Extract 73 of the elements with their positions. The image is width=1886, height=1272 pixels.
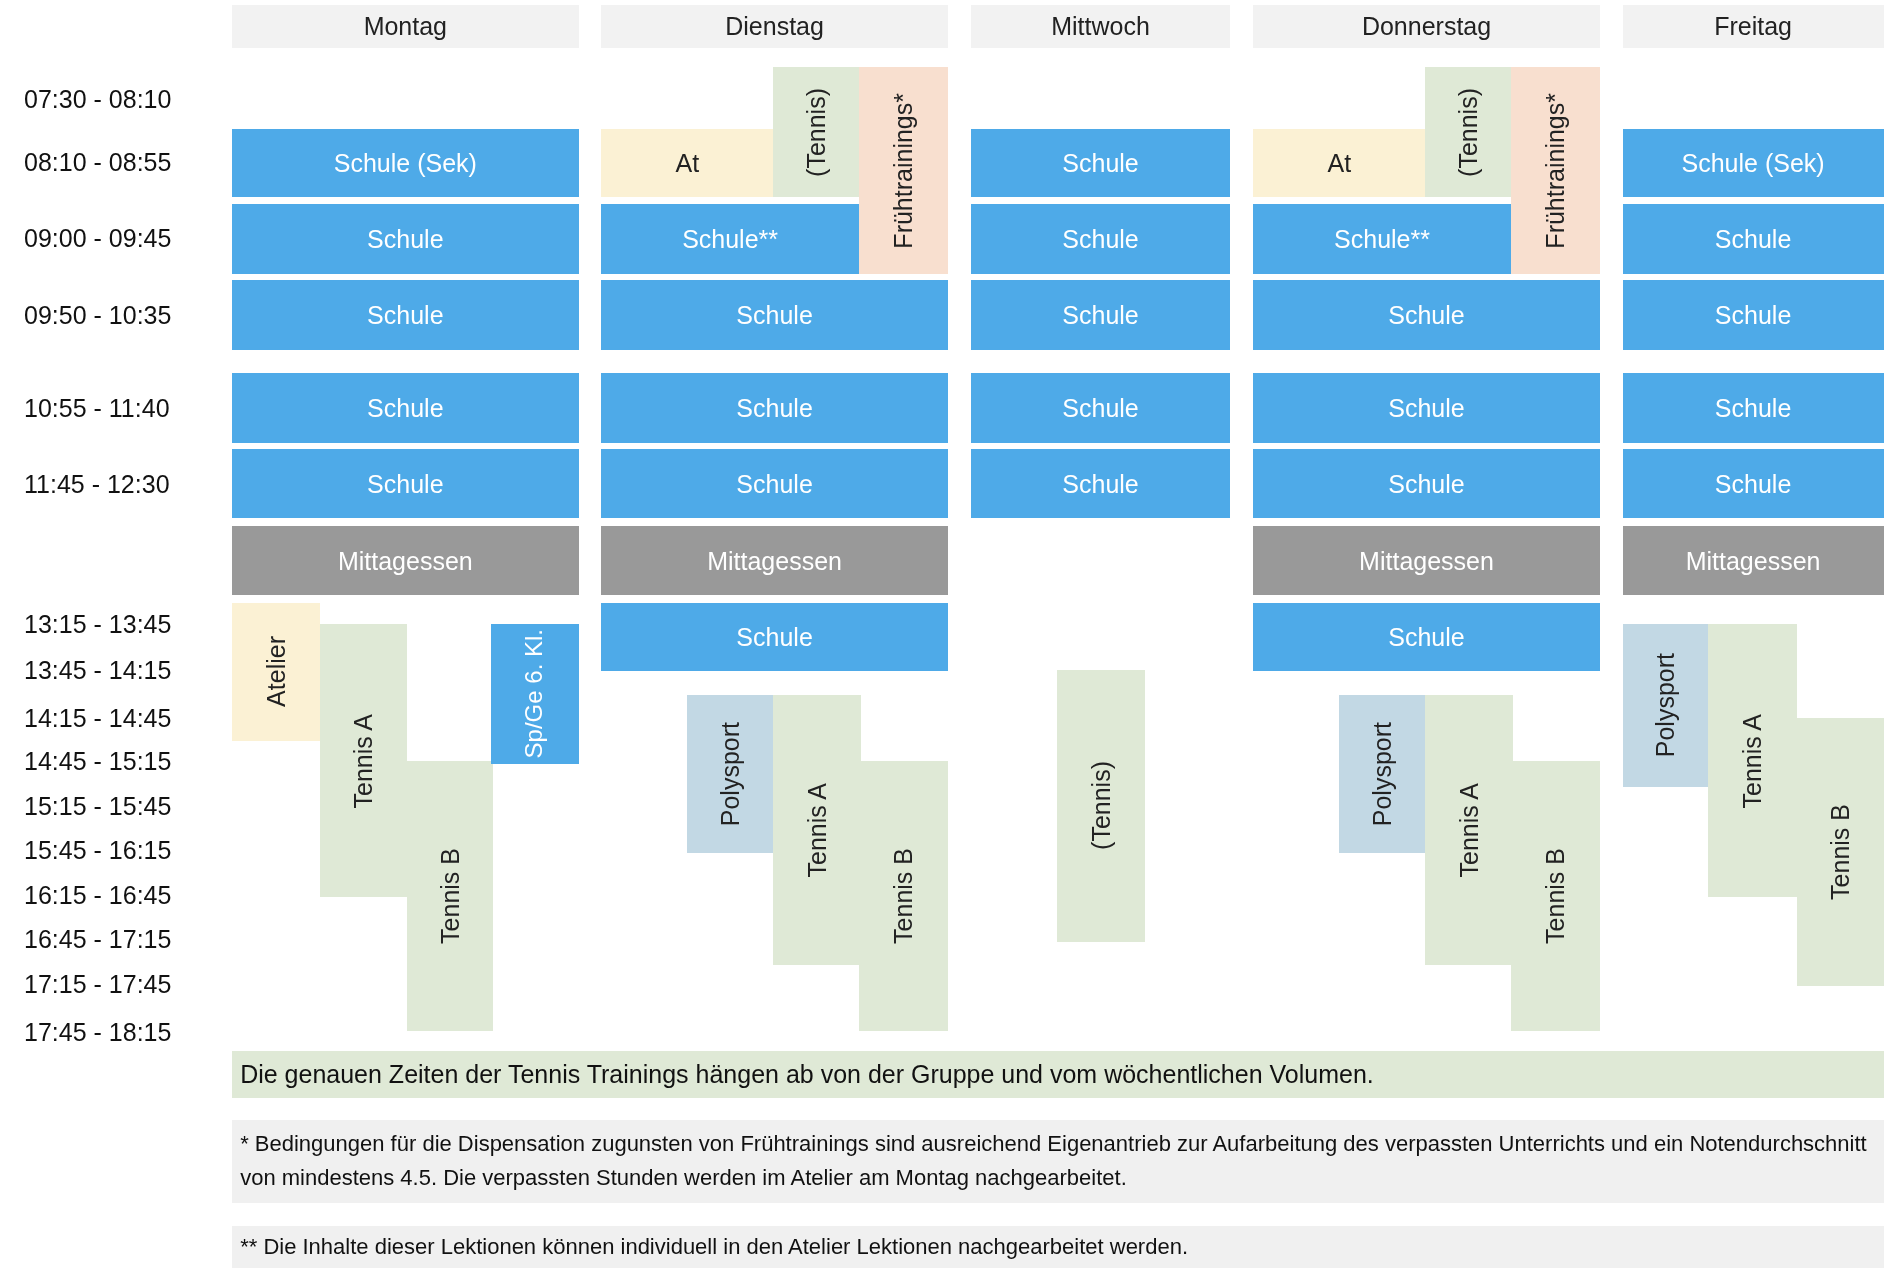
lesson-block: Schule** (601, 204, 859, 275)
training-block: Polysport (1338, 695, 1426, 853)
day-header: Mittwoch (970, 4, 1231, 49)
time-label: 09:00 - 09:45 (24, 223, 172, 253)
time-label: 17:45 - 18:15 (24, 1017, 172, 1047)
footnote-panel: * Bedingungen für die Dispensation zugunsten von Frühtrainings sind ausreichend Eigenantrieb zur Aufarbeitung des verpassten Unterrichts und ein Notendurchschnitt von mindestens 4.5. Die verpassten Stunden werden im Atelier am Montag nachgearbeitet. (232, 1119, 1884, 1203)
lesson-block: Schule (232, 280, 579, 350)
day-header: Donnerstag (1253, 4, 1600, 49)
lesson-block: Sp/Ge 6. Kl. (490, 624, 579, 764)
lesson-block: Schule (601, 280, 948, 350)
time-label: 10:55 - 11:40 (24, 393, 170, 423)
training-block: Polysport (1622, 624, 1708, 787)
lesson-block: Schule (601, 448, 948, 519)
note-panel: Die genauen Zeiten der Tennis Trainings hängen ab von der Gruppe und vom wöchentlichen Volumen. (232, 1051, 1884, 1099)
time-label: 13:45 - 14:15 (24, 655, 172, 685)
training-block: (Tennis) (1057, 669, 1146, 942)
lesson-block: Schule (1253, 602, 1600, 672)
lesson-block: Schule (601, 602, 948, 672)
time-label: 16:15 - 16:45 (24, 880, 172, 910)
training-block: Tennis B (406, 761, 494, 1031)
footnote-panel: ** Die Inhalte dieser Lektionen können individuell in den Atelier Lektionen nachgearbeitet werden. (232, 1225, 1884, 1268)
training-block: Tennis A (773, 695, 862, 965)
lesson-block: Schule (970, 204, 1231, 275)
training-block: Frühtrainings* (858, 67, 948, 275)
lunch-block: Mittagessen (601, 525, 948, 596)
lesson-block: Schule (970, 448, 1231, 519)
day-header: Dienstag (601, 4, 948, 49)
time-label: 15:45 - 16:15 (24, 835, 172, 865)
training-block: Tennis A (1425, 695, 1514, 965)
lunch-block: Mittagessen (1253, 525, 1600, 596)
lesson-block: Schule (1622, 204, 1884, 275)
lesson-block: Schule (232, 372, 579, 443)
lesson-block: Schule (1253, 280, 1600, 350)
time-label: 16:45 - 17:15 (24, 924, 172, 954)
lesson-block: Schule (Sek) (1622, 128, 1884, 198)
time-label: 14:45 - 15:15 (24, 746, 172, 776)
training-block: Tennis B (858, 761, 948, 1031)
lesson-block: Schule (970, 372, 1231, 443)
lesson-block: Schule (1622, 448, 1884, 519)
atelier-block: At (601, 128, 774, 198)
time-label: 13:15 - 13:45 (24, 609, 172, 639)
lesson-block: Schule (1622, 372, 1884, 443)
time-label: 14:15 - 14:45 (24, 703, 172, 733)
training-block: Tennis B (1797, 718, 1884, 987)
day-header: Freitag (1622, 4, 1884, 49)
training-block: Tennis A (1708, 624, 1797, 898)
time-label: 15:15 - 15:45 (24, 791, 172, 821)
time-label: 09:50 - 10:35 (24, 300, 172, 330)
training-block: Frühtrainings* (1510, 67, 1600, 275)
lesson-block: Schule (1622, 280, 1884, 350)
lunch-block: Mittagessen (1622, 525, 1884, 596)
time-label: 08:10 - 08:55 (24, 147, 172, 177)
training-block: Tennis B (1510, 761, 1600, 1031)
lesson-block: Schule (232, 448, 579, 519)
atelier-block: At (1253, 128, 1426, 198)
training-block: (Tennis) (1425, 67, 1511, 198)
lesson-block: Schule (970, 128, 1231, 198)
atelier-block: Atelier (232, 602, 320, 741)
day-header: Montag (232, 4, 579, 49)
lesson-block: Schule (232, 204, 579, 275)
time-label: 11:45 - 12:30 (24, 469, 170, 498)
time-label: 07:30 - 08:10 (24, 84, 172, 114)
training-block: (Tennis) (773, 67, 859, 198)
lesson-block: Schule (601, 372, 948, 443)
lesson-block: Schule (970, 280, 1231, 350)
lesson-block: Schule (1253, 448, 1600, 519)
lesson-block: Schule (Sek) (232, 128, 579, 198)
training-block: Polysport (686, 695, 774, 853)
lesson-block: Schule (1253, 372, 1600, 443)
lesson-block: Schule** (1253, 204, 1511, 275)
lunch-block: Mittagessen (232, 525, 579, 596)
training-block: Tennis A (319, 624, 407, 898)
time-label: 17:15 - 17:45 (24, 969, 172, 999)
